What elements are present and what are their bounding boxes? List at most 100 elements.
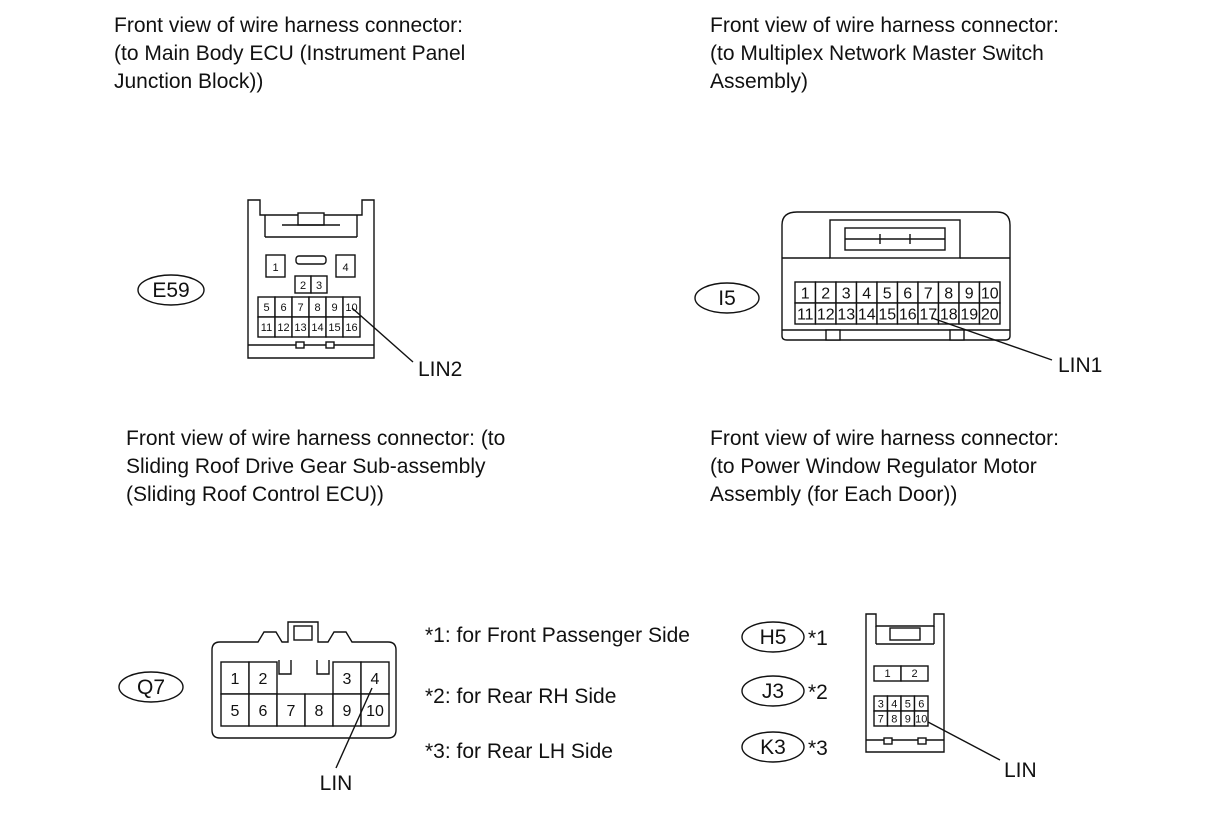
notch [295,341,305,349]
key-notch [278,660,292,675]
pin-label: 6 [918,699,924,711]
footnote: *3: for Rear LH Side [425,740,613,763]
pin-label: 9 [905,714,911,726]
pin-label: 1 [272,262,278,274]
latch [297,212,325,226]
pin-label: 8 [315,703,324,720]
notch [825,329,841,341]
pin-label: 3 [878,699,884,711]
pin-label: 7 [878,714,884,726]
pin-label: 5 [905,699,911,711]
callout-leader [335,687,373,769]
pin-cell [276,693,306,727]
key-notch [316,660,330,675]
pin-label: 9 [343,703,352,720]
pin-label: 7 [287,703,296,720]
pin-label: 10 [366,703,384,720]
pin-label: 5 [231,703,240,720]
pin-label: 8 [891,714,897,726]
caption-line: Assembly) [710,70,809,93]
pin-label: 1 [884,668,890,680]
latch [889,627,921,641]
tag-oval [741,731,805,763]
footnote-mark: *3 [808,737,828,760]
notch [949,329,965,341]
pin-label: 2 [821,286,830,303]
pin-cell [265,254,286,278]
connector-tag: I5 [718,287,736,310]
pin-cell [335,254,356,278]
callout-label: LIN1 [1058,354,1102,377]
pin-cell [310,275,328,294]
caption-master-switch: Front view of wire harness connector: (t… [710,12,1059,96]
pin-cell [360,661,390,695]
footnote: *1: for Front Passenger Side [425,624,690,647]
pin-label: 4 [891,699,897,711]
pin-label: 5 [883,286,892,303]
pin-label: 16 [899,307,917,324]
pin-label: 1 [231,671,240,688]
pin-cell [900,665,929,682]
footnote-mark: *1 [808,627,828,650]
caption-main-body-ecu: Front view of wire harness connector: (t… [114,12,465,96]
pin-cell [978,302,1001,325]
pin-label: 3 [316,280,322,292]
pin-label: 8 [314,302,320,314]
callout-label: LIN2 [418,358,462,381]
pin-label: 7 [924,286,933,303]
pin-cell [360,693,390,727]
pin-label: 2 [300,280,306,292]
pin-label: 2 [911,668,917,680]
connector-tag: K3 [760,736,786,759]
callout-label: LIN [1004,759,1037,782]
pin-cell [913,710,929,727]
pin-label: 13 [294,322,306,334]
pin-label: 14 [858,307,876,324]
pin-label: 6 [280,302,286,314]
caption-line: Front view of wire harness connector: (t… [126,427,506,450]
pin-label: 4 [862,286,871,303]
caption-line: Junction Block)) [114,70,264,93]
pin-label: 1 [801,286,810,303]
callout-leader [931,317,1053,361]
pin-label: 19 [960,307,978,324]
pin-label: 8 [944,286,953,303]
footnote-mark: *2 [808,681,828,704]
tag-oval [694,282,760,314]
caption-sliding-roof: Front view of wire harness connector: (t… [126,425,505,509]
pin-cell [342,316,361,338]
tag-oval [118,671,184,703]
pin-label: 10 [915,714,927,726]
pin-label: 4 [342,262,348,274]
caption-line: (to Multiplex Network Master Switch [710,42,1044,65]
callout-label: LIN [320,772,353,795]
caption-line: Front view of wire harness connector: [114,14,463,37]
pin-label: 9 [331,302,337,314]
pin-label: 11 [797,307,814,324]
pin-label: 5 [263,302,269,314]
caption-line: Assembly (for Each Door)) [710,483,958,506]
caption-line: Sliding Roof Drive Gear Sub-assembly [126,455,486,478]
pin-label: 20 [981,307,999,324]
caption-line: Front view of wire harness connector: [710,427,1059,450]
connector-tag: E59 [152,279,189,302]
pin-label: 12 [277,322,289,334]
pin-label: 14 [311,322,323,334]
pin-label: 2 [259,671,268,688]
notch [325,341,335,349]
pin-label: 6 [903,286,912,303]
pin-cell [332,693,362,727]
pin-label: 18 [940,307,958,324]
caption-line: (to Main Body ECU (Instrument Panel [114,42,466,65]
notch [883,737,893,745]
caption-line: (to Power Window Regulator Motor [710,455,1037,478]
pin-label: 4 [371,671,380,688]
pin-label: 13 [837,307,855,324]
